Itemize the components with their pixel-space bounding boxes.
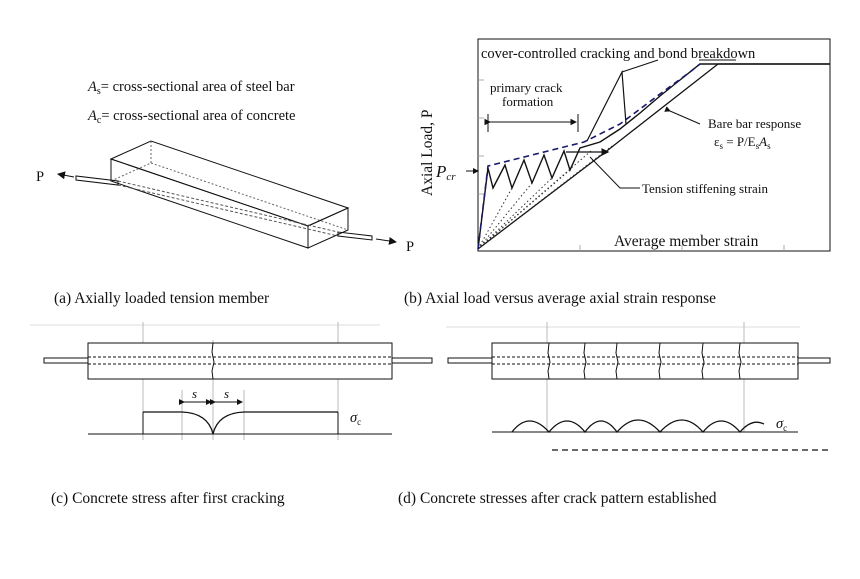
concrete-stress-c (143, 411, 338, 435)
as-definition: As= cross-sectional area of steel bar (87, 79, 295, 97)
pcr-label: Pcr (435, 162, 456, 183)
sigma-c-label-d: σc (776, 416, 787, 433)
plot-ticks (478, 79, 785, 251)
panel-b-load-strain-plot (477, 38, 831, 252)
cover-cracking-leader (586, 69, 627, 142)
definitions: As= cross-sectional area of steel bar Ac… (87, 79, 295, 126)
annotation-primary-crack-1: primary crack (490, 80, 563, 95)
bar-left-end (75, 175, 119, 186)
caption-c: (c) Concrete stress after first cracking (51, 490, 285, 507)
crack-lines-d (547, 342, 742, 380)
load-label-right: P (406, 239, 414, 255)
annotation-bare-bar: Bare bar response (708, 116, 801, 131)
bare-bar-leader (664, 106, 701, 125)
spacing-label-right: s (224, 386, 229, 401)
x-axis-label: Average member strain (614, 233, 759, 250)
sigma-c-label: σc (350, 410, 361, 427)
concrete-stress-d (511, 419, 765, 434)
bar-right-end (337, 231, 373, 241)
panel-c-first-cracking (30, 322, 433, 440)
annotation-primary-crack-2: formation (502, 94, 554, 109)
dashed-envelope (477, 63, 701, 250)
tension-stiffening-leader (589, 156, 640, 189)
member-response-sawtooth (477, 63, 830, 250)
panel-d-crack-pattern (446, 322, 831, 451)
prism-top-face (109, 140, 350, 227)
member-d (491, 342, 799, 380)
dotted-unloading-lines (477, 145, 613, 250)
caption-d: (d) Concrete stresses after crack patter… (398, 490, 717, 507)
load-label-left: P (36, 169, 44, 185)
load-arrow-right (375, 237, 397, 245)
first-crack (211, 342, 215, 380)
load-arrow-left (57, 171, 75, 180)
caption-a: (a) Axially loaded tension member (54, 290, 270, 307)
annotation-cover-controlled: cover-controlled cracking and bond break… (481, 46, 756, 62)
prism-front-face (110, 158, 309, 249)
y-axis-label: Axial Load, P (419, 109, 436, 196)
ac-definition: Ac= cross-sectional area of concrete (87, 108, 295, 126)
member-c (87, 342, 393, 380)
bare-bar-equation: εs = P/EsAs (714, 134, 771, 151)
caption-b: (b) Axial load versus average axial stra… (404, 290, 716, 307)
plot-frame (477, 38, 831, 252)
annotation-tension-stiffening: Tension stiffening strain (642, 181, 768, 196)
spacing-label-left: s (192, 386, 197, 401)
panel-a-tension-member (57, 140, 397, 249)
